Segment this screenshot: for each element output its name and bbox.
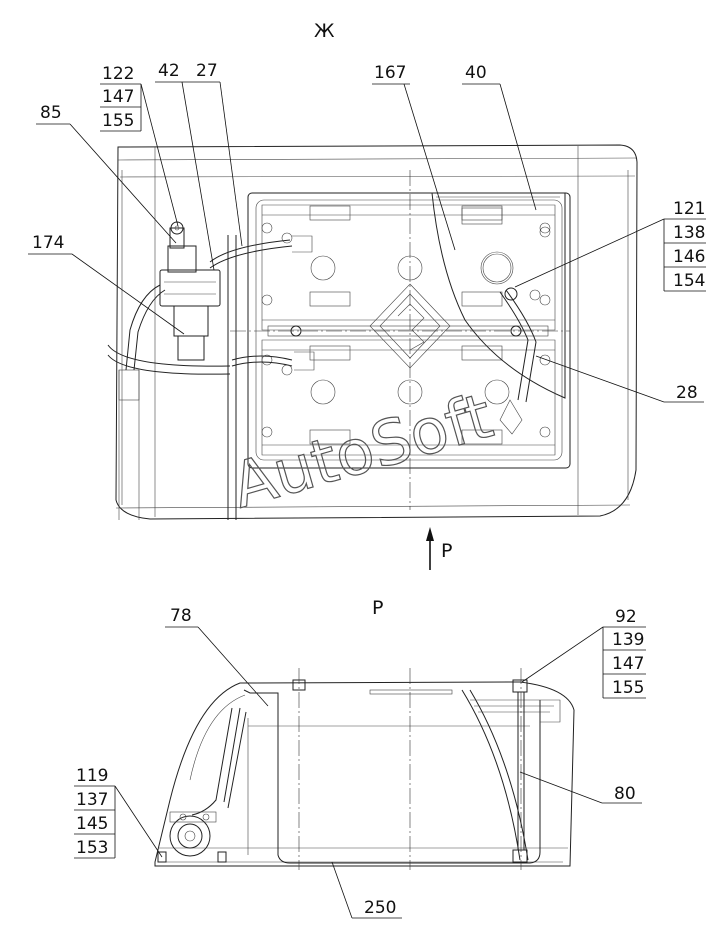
callout-label: 146	[673, 247, 705, 267]
callout-label: 119	[76, 766, 108, 786]
callout-label: 121	[673, 199, 705, 219]
callout-28: 28	[535, 355, 704, 403]
view-arrow: P	[426, 527, 452, 570]
callout-label: 85	[40, 103, 62, 123]
callout-label: 139	[612, 630, 644, 650]
callout-label: 137	[76, 790, 108, 810]
callout-42: 42	[155, 61, 215, 271]
view-letter-p: P	[372, 597, 383, 619]
callout-label: 78	[170, 606, 192, 626]
callout-250: 250	[331, 861, 402, 919]
callout-167: 167	[372, 63, 456, 251]
top-view	[107, 144, 638, 520]
watermark: AutoSoft	[224, 379, 500, 523]
callout-label: 167	[374, 63, 406, 83]
callout-label: 153	[76, 838, 108, 858]
callout-119: 119 137 145 153	[74, 766, 163, 859]
callout-label: 154	[673, 271, 705, 291]
callout-27: 27	[194, 61, 243, 247]
callout-92: 92 139 147 155	[521, 607, 646, 699]
callout-78: 78	[165, 606, 269, 707]
view-arrow-label: P	[441, 540, 452, 562]
callout-label: 40	[465, 63, 487, 83]
callout-174: 174	[28, 233, 185, 335]
callout-label: 27	[196, 61, 218, 81]
callout-80: 80	[519, 771, 642, 804]
callout-label: 80	[614, 784, 636, 804]
callout-122: 122 147 155	[100, 64, 179, 227]
callout-label: 250	[364, 898, 396, 918]
callout-85: 85	[36, 103, 177, 244]
callout-label: 145	[76, 814, 108, 834]
callout-label: 42	[158, 61, 180, 81]
callout-121: 121 138 146 154	[514, 199, 706, 292]
side-view	[154, 668, 575, 870]
callout-label: 138	[673, 223, 705, 243]
callout-40: 40	[462, 63, 537, 211]
callout-label: 147	[612, 654, 644, 674]
callout-label: 92	[615, 607, 637, 627]
callout-label: 122	[102, 64, 134, 84]
callout-label: 155	[102, 111, 134, 131]
callout-label: 28	[676, 383, 698, 403]
callout-label: 147	[102, 87, 134, 107]
callout-label: 174	[32, 233, 64, 253]
view-letter-zh: Ж	[314, 20, 335, 42]
callouts: 122 147 155 85 42 27 16	[28, 61, 706, 919]
callout-label: 155	[612, 678, 644, 698]
